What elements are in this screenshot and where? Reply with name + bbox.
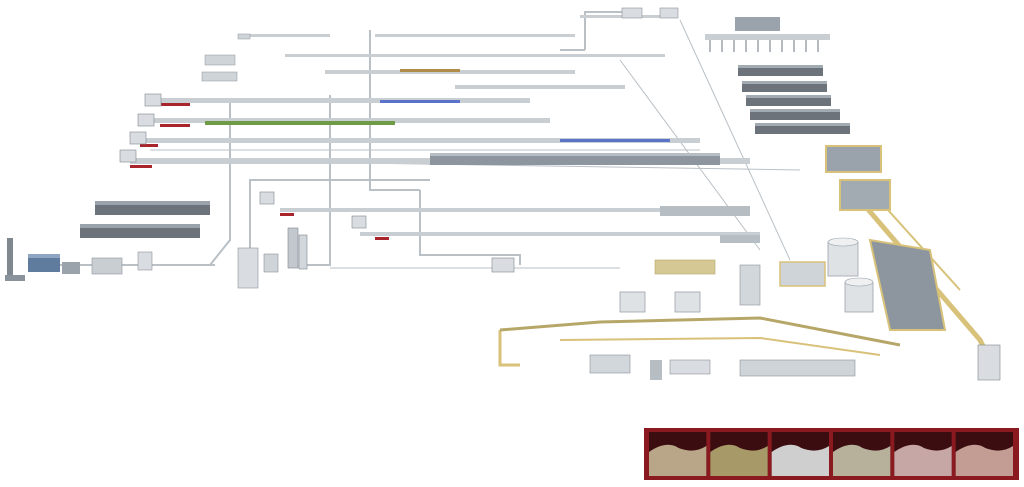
material-heap (649, 444, 707, 476)
line-head-machines (119, 93, 515, 273)
material-heap (710, 444, 768, 476)
material-heap (894, 444, 952, 476)
tanks (619, 237, 874, 313)
boiler-chimney (5, 238, 153, 281)
material-heap (833, 444, 891, 476)
top-left-units (201, 33, 251, 82)
central-tower (237, 227, 308, 289)
material-heap (955, 444, 1013, 476)
storage-bays (644, 428, 1019, 480)
lower-conveyors (498, 259, 901, 380)
material-heap (771, 444, 829, 476)
processing-lines (130, 7, 760, 243)
rack-array-top-right (705, 17, 850, 134)
silo-rows-left (80, 201, 210, 238)
structural-complex (619, 145, 1001, 381)
